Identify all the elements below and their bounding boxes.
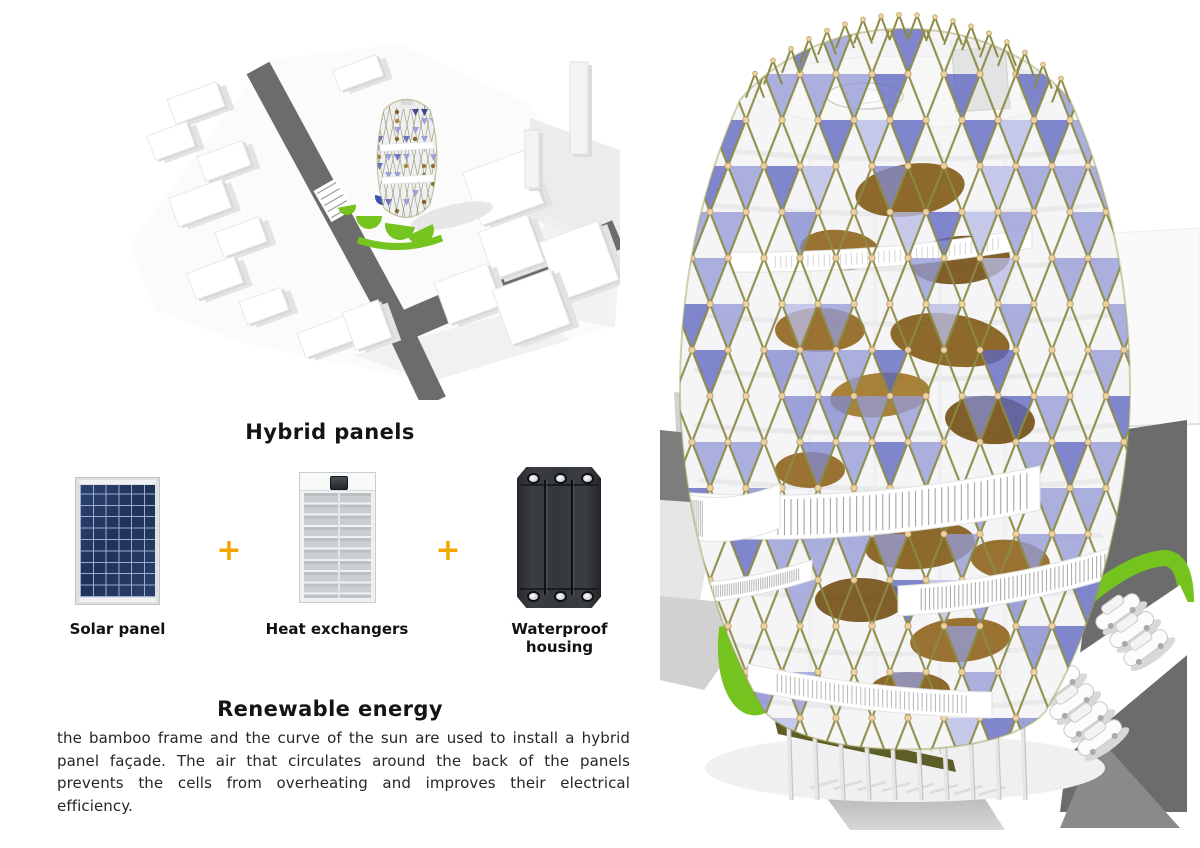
screw-hole [580,591,594,602]
top-rim-spikes [745,12,1071,103]
screw-hole [553,591,567,602]
renewable-energy-text: the bamboo frame and the curve of the su… [57,729,630,815]
housing-groove [543,479,546,596]
hybrid-panels-title: Hybrid panels [245,420,415,444]
site-plan-render [130,44,620,400]
solar-panel-frame-strip [79,598,156,602]
car [1123,629,1176,671]
heat-exchanger-connector [329,476,348,490]
heat-exchanger-divider [337,491,340,598]
waterproof-housing-label: Waterproof housing [511,620,608,656]
screw-hole [527,591,541,602]
heat-exchangers-label: Heat exchangers [265,620,409,638]
plus-icon: + [216,533,242,568]
screw-hole [553,473,567,484]
solar-panel-image [75,477,160,605]
housing-ridge [520,483,598,486]
housing-groove [570,479,573,596]
heat-exchanger-image [299,472,376,603]
plus-icon: + [435,533,461,568]
screw-hole [580,473,594,484]
housing-body [517,467,601,608]
site-buildings [146,54,620,361]
screw-hole [527,473,541,484]
solar-panel-cells [80,485,155,597]
balcony-bands [680,465,1130,719]
solar-panel-label: Solar panel [69,620,166,638]
car [1077,719,1130,761]
tower-render [660,12,1200,830]
waterproof-housing-image [517,467,601,608]
renewable-energy-title: Renewable energy [217,697,443,721]
solar-panel-frame-strip [79,480,156,484]
housing-ridge [520,588,598,591]
site-greens [338,194,444,250]
